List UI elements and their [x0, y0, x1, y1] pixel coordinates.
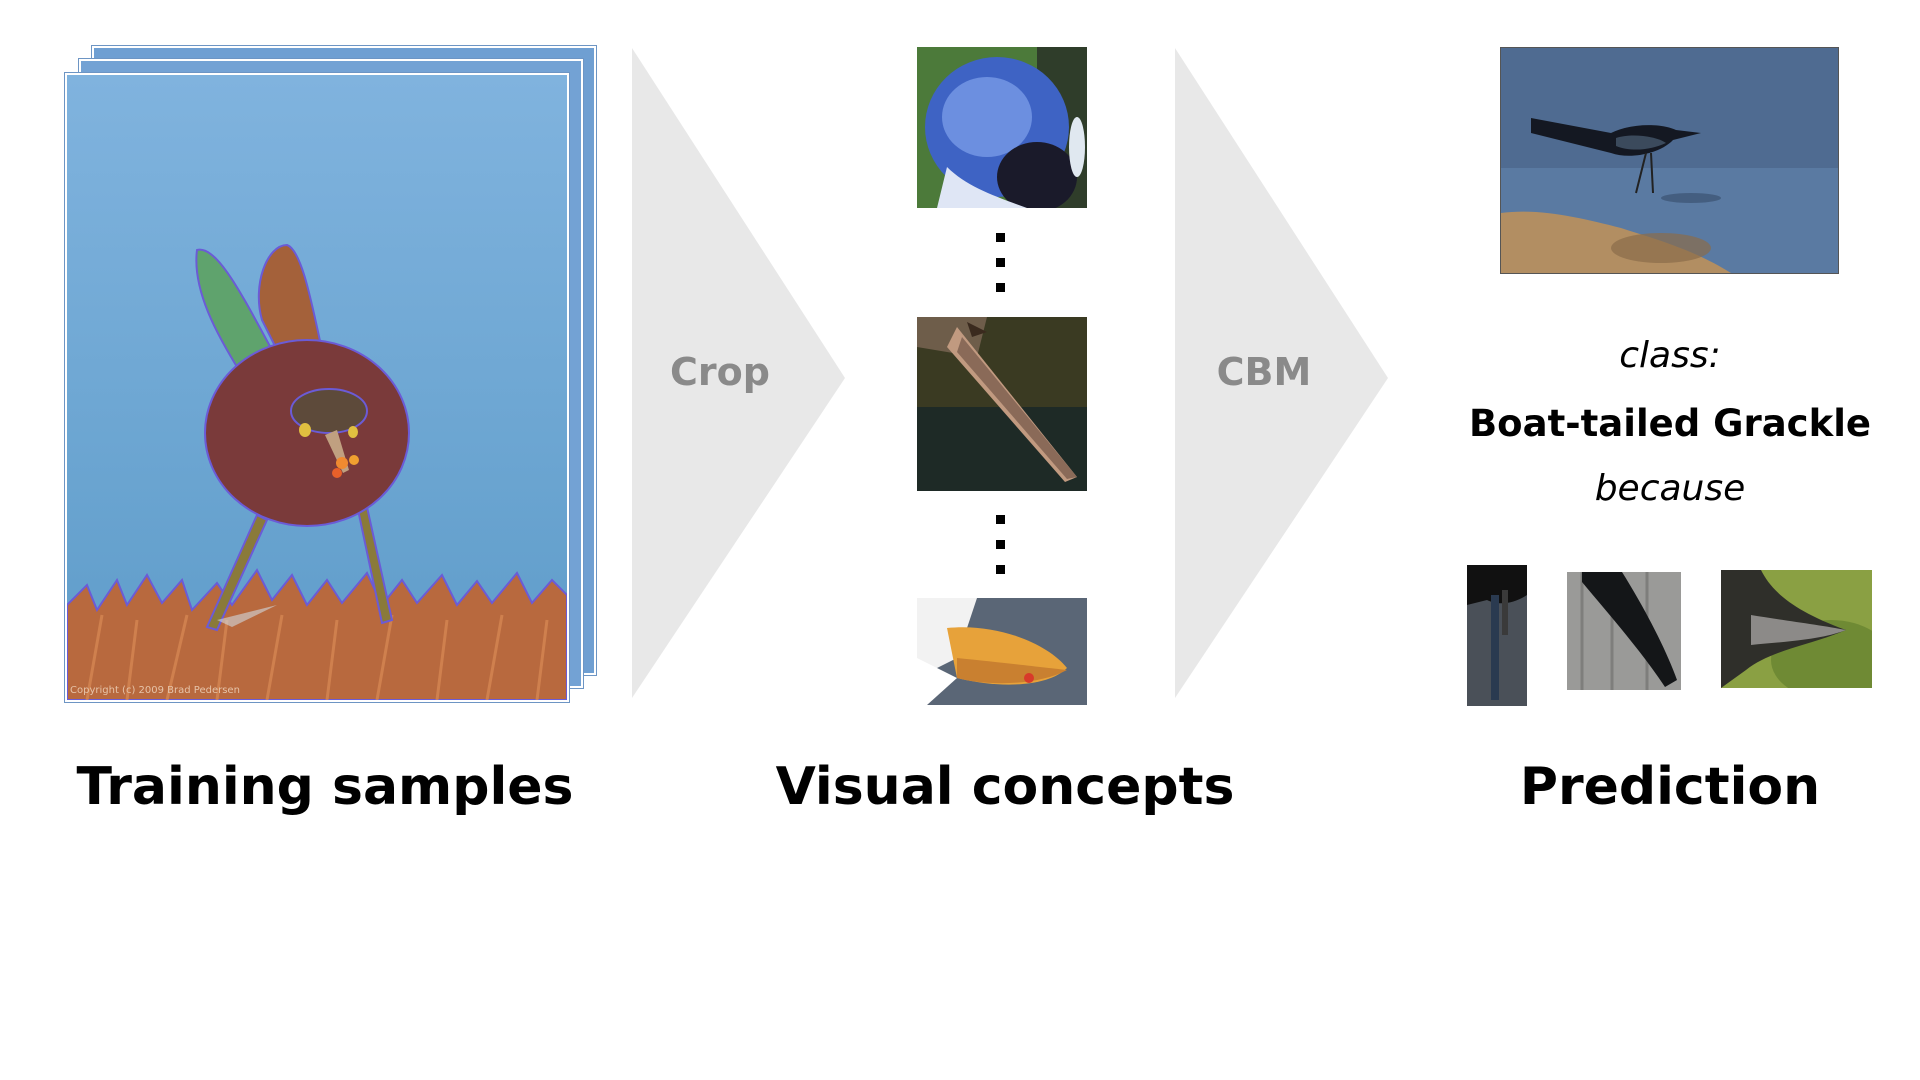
training-samples-title: Training samples	[76, 757, 574, 817]
copyright-text: Copyright (c) 2009 Brad Pedersen	[70, 685, 240, 696]
evidence-crop-tail	[1567, 572, 1681, 690]
visual-concepts-title: Visual concepts	[775, 757, 1235, 817]
crop-arrow	[632, 48, 845, 698]
grackle-silhouette	[1531, 118, 1701, 156]
cbm-arrow	[1175, 48, 1388, 698]
ellipsis-dots-lower	[996, 515, 1008, 590]
prediction-title: Prediction	[1519, 757, 1821, 817]
cbm-label: CBM	[1216, 350, 1312, 394]
prediction-bird-photo	[1500, 47, 1839, 274]
class-label: class:	[1619, 335, 1721, 376]
concept-crop-yellow-beak	[917, 598, 1087, 705]
ellipsis-dots-upper	[996, 233, 1008, 308]
predicted-class-name: Boat-tailed Grackle	[1468, 402, 1871, 445]
training-sample-card-front	[65, 73, 569, 702]
eye-mask	[299, 423, 311, 437]
evidence-crop-leg	[1467, 565, 1527, 706]
left-leg-mask	[205, 513, 269, 632]
right-wing-mask	[257, 243, 324, 362]
crop-label: Crop	[670, 350, 770, 394]
concept-crop-blue-head	[917, 47, 1087, 208]
head-mask	[290, 388, 368, 434]
grass-mask	[67, 568, 567, 700]
concept-crop-long-beak	[917, 317, 1087, 491]
because-label: because	[1594, 468, 1746, 509]
segmented-bird-image	[67, 243, 567, 700]
evidence-crop-dark-beak	[1721, 570, 1872, 688]
